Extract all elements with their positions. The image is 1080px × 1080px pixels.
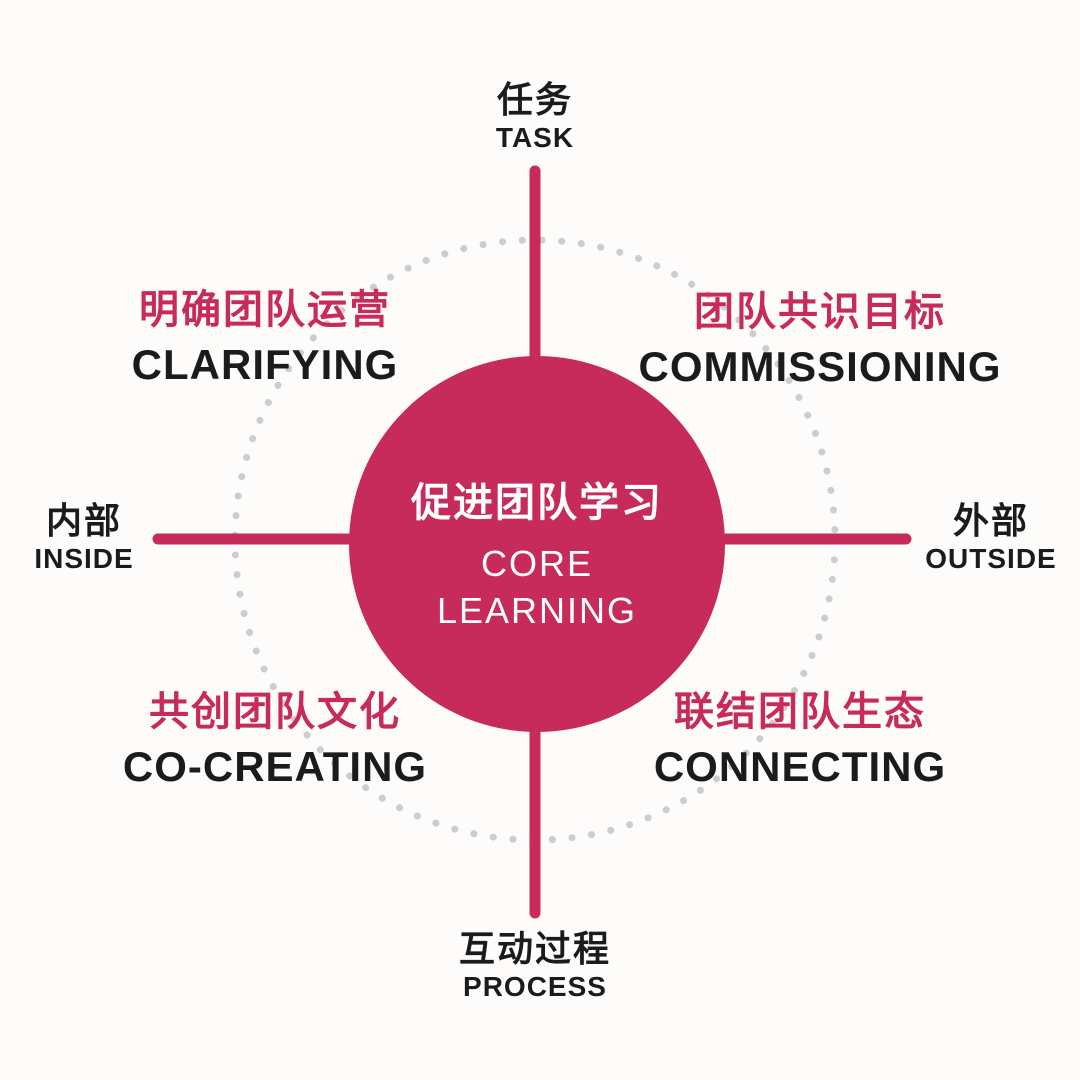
quadrant-commissioning: 团队共识目标 COMMISSIONING — [638, 290, 1001, 390]
axis-label-outside: 外部 OUTSIDE — [925, 500, 1056, 576]
axis-label-process: 互动过程 PROCESS — [459, 928, 611, 1004]
quadrant-commissioning-zh: 团队共识目标 — [693, 289, 946, 334]
core-label-zh: 促进团队学习 — [411, 481, 663, 526]
core-circle — [349, 356, 725, 732]
core-label-en-line1: CORE — [480, 543, 593, 585]
quadrant-co-creating-en: CO-CREATING — [122, 742, 428, 790]
axis-process-en: PROCESS — [463, 971, 607, 1003]
axis-inside-en: INSIDE — [34, 543, 134, 575]
axis-task-en: TASK — [495, 122, 575, 154]
axis-task-zh: 任务 — [496, 78, 573, 120]
quadrant-connecting-en: CONNECTING — [653, 742, 947, 790]
quadrant-co-creating-zh: 共创团队文化 — [148, 689, 401, 734]
quadrant-clarifying-en: CLARIFYING — [131, 340, 399, 388]
core-label-en-line2: LEARNING — [436, 590, 638, 631]
axis-outside-zh: 外部 — [952, 499, 1029, 541]
quadrant-clarifying-zh: 明确团队运营 — [139, 287, 391, 332]
axis-label-task: 任务 TASK — [496, 79, 574, 155]
quadrant-commissioning-en: COMMISSIONING — [638, 342, 1002, 390]
core-learning-label: 促进团队学习 CORE LEARNING — [411, 481, 663, 635]
axis-inside-zh: 内部 — [45, 499, 123, 541]
quadrant-co-creating: 共创团队文化 CO-CREATING — [123, 690, 427, 790]
quadrant-clarifying: 明确团队运营 CLARIFYING — [132, 288, 399, 388]
quadrant-connecting-zh: 联结团队生态 — [674, 689, 926, 734]
axis-process-zh: 互动过程 — [458, 927, 612, 969]
axis-label-inside: 内部 INSIDE — [34, 500, 133, 576]
axis-outside-en: OUTSIDE — [925, 543, 1057, 575]
quadrant-connecting: 联结团队生态 CONNECTING — [654, 690, 946, 790]
